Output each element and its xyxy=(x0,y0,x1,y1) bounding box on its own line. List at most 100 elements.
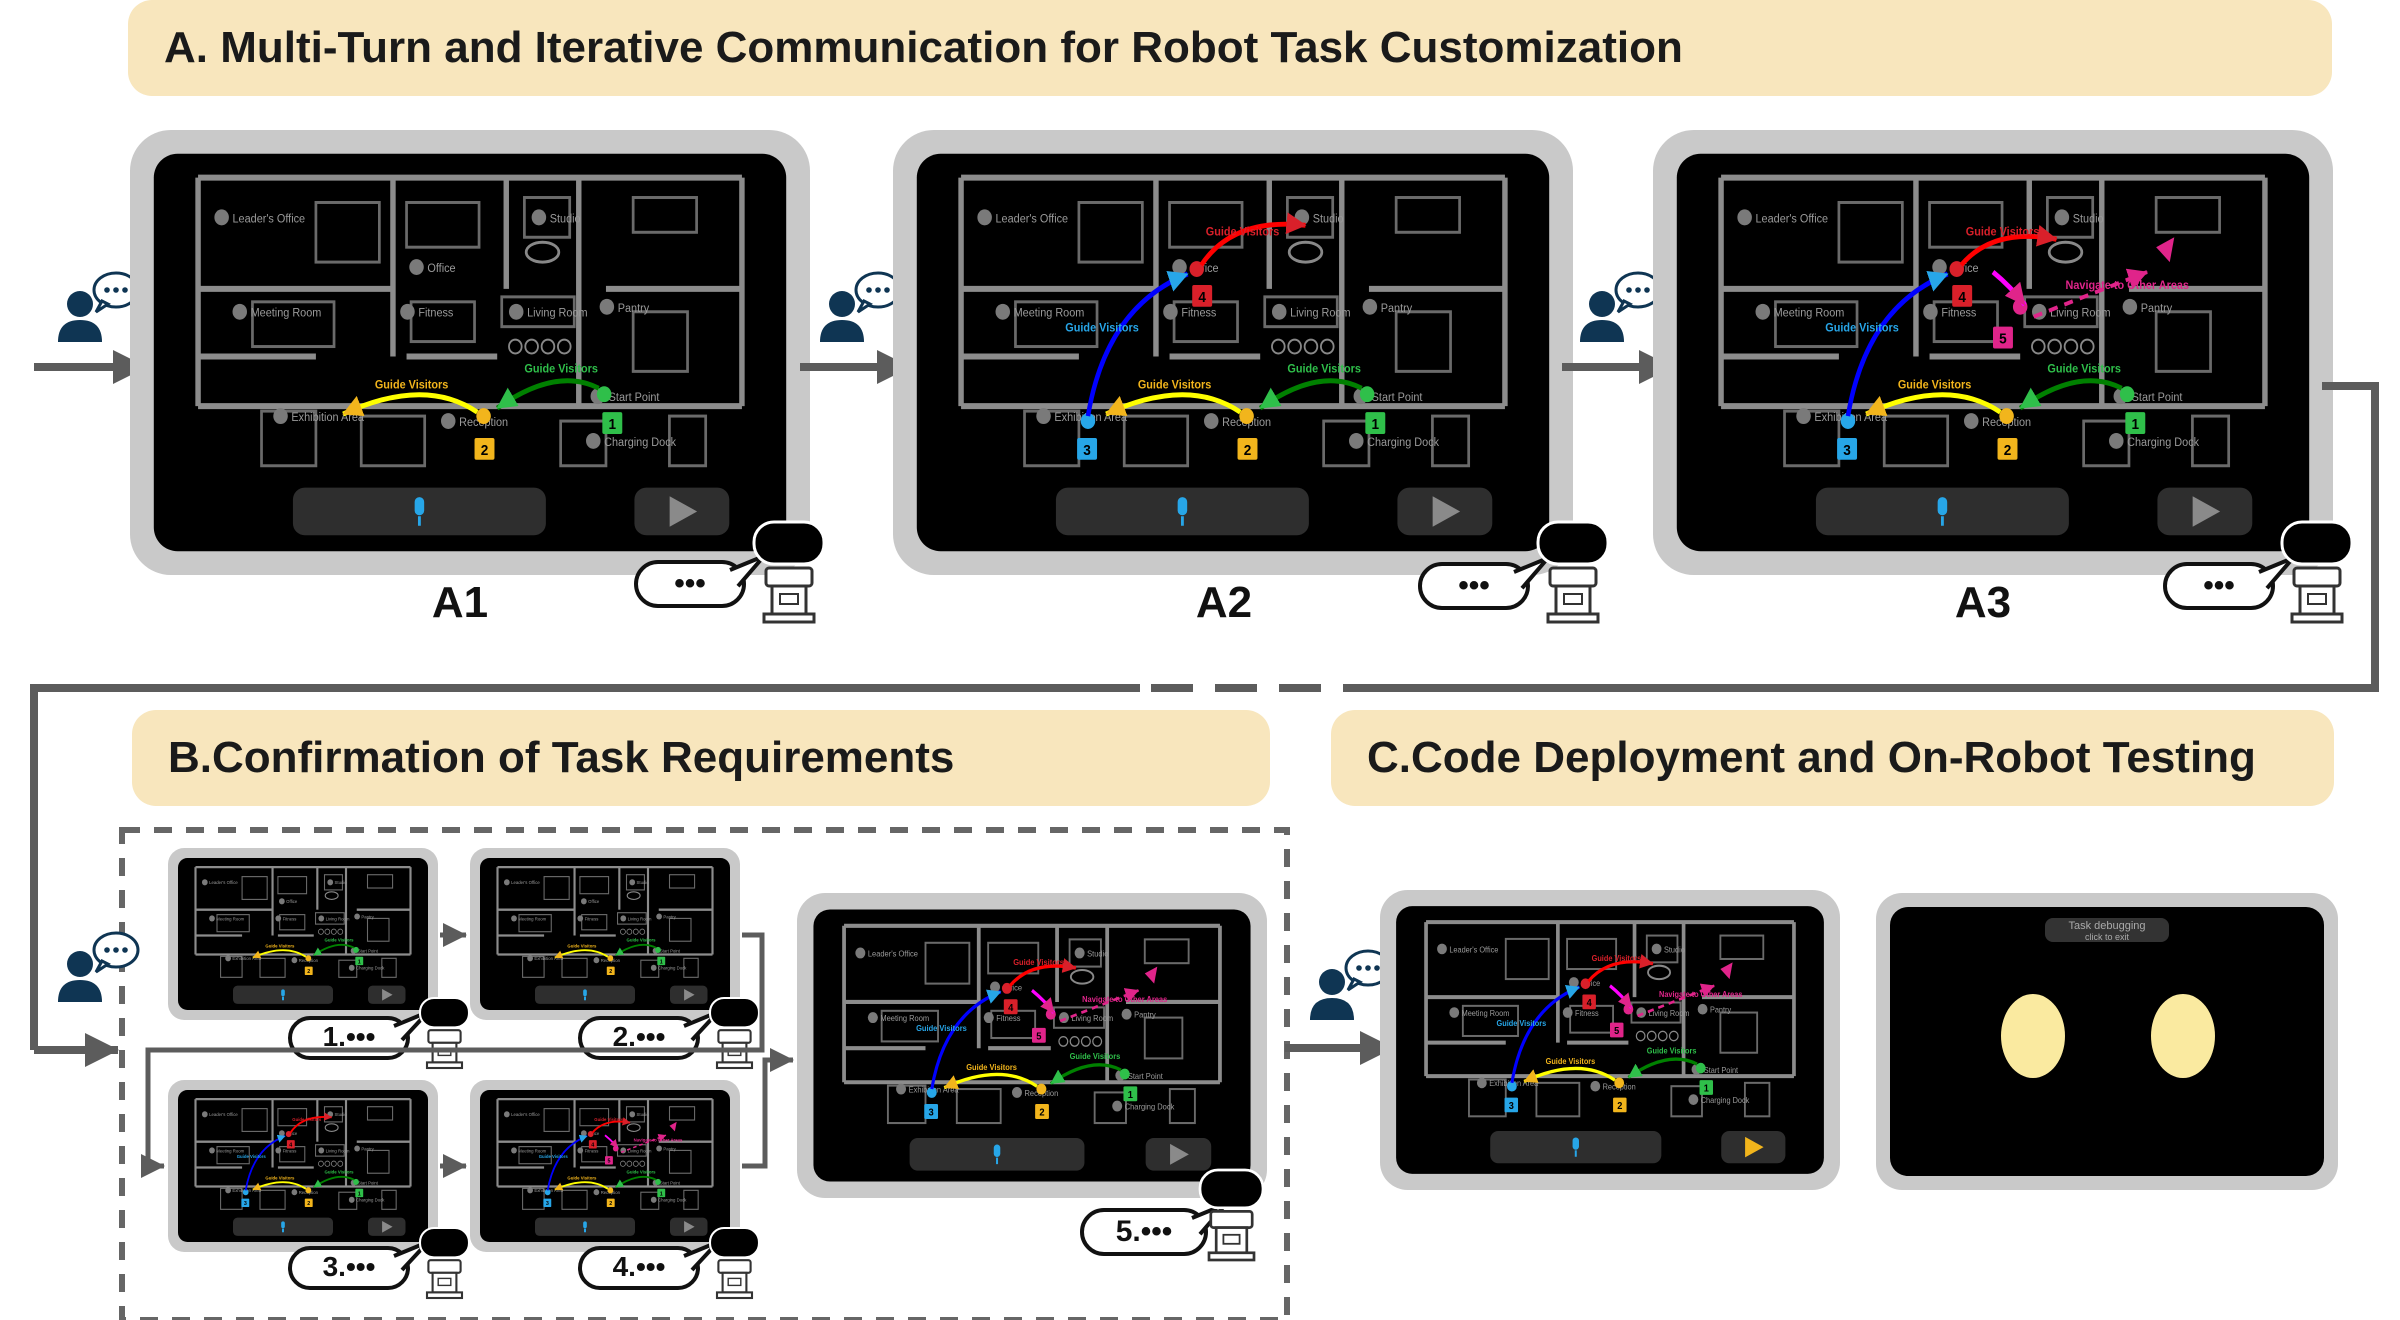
room-label: Pantry xyxy=(1710,1005,1731,1014)
room-marker xyxy=(620,915,627,922)
room-marker xyxy=(577,915,584,922)
reception-dot xyxy=(305,955,312,962)
map-furniture xyxy=(523,196,572,239)
route-label-green: Guide Visitors xyxy=(1287,363,1361,376)
route-label-yellow: Guide Visitors xyxy=(265,1176,295,1181)
route-label-green: Guide Visitors xyxy=(1647,1046,1697,1055)
room-marker xyxy=(1697,1003,1708,1015)
room-marker xyxy=(278,898,285,905)
room-marker xyxy=(593,957,600,964)
room-label: Studio xyxy=(550,213,581,226)
route-green xyxy=(2018,378,2123,411)
room-marker xyxy=(1590,1080,1601,1092)
room-marker xyxy=(977,209,992,226)
step-badge-2 xyxy=(606,1198,615,1208)
room-marker xyxy=(1349,432,1364,449)
room-label: Pantry xyxy=(663,1146,676,1151)
step-badge-1-number: 1 xyxy=(1704,1083,1710,1094)
map-furniture xyxy=(880,1009,939,1043)
map-furniture xyxy=(2063,338,2079,355)
map-furniture xyxy=(315,912,345,925)
map-furniture xyxy=(617,912,647,925)
map-furniture xyxy=(631,310,689,373)
step-badge-1 xyxy=(1123,1086,1138,1102)
room-marker xyxy=(527,955,533,962)
user-speech-dot xyxy=(1374,965,1380,971)
robot-head xyxy=(1198,1168,1265,1210)
route-label-yellow: Guide Visitors xyxy=(966,1063,1017,1072)
office-dot xyxy=(1001,982,1012,994)
map-furniture xyxy=(1657,1030,1668,1042)
user-speech-dot xyxy=(1644,287,1650,293)
connector-a-to-c xyxy=(1385,382,2379,692)
step-badge-2 xyxy=(304,1198,313,1208)
office-dot xyxy=(587,1131,594,1138)
bubble-b3: 3.••• xyxy=(288,1240,430,1290)
room-marker xyxy=(278,1130,285,1137)
map-furniture xyxy=(330,928,337,935)
room-marker xyxy=(209,915,215,922)
map-furniture xyxy=(1068,938,1102,968)
tablet-b2-screen xyxy=(480,858,730,1010)
robot-b2 xyxy=(708,996,761,1070)
map-furniture xyxy=(2154,196,2221,234)
room-label: Pantry xyxy=(618,302,650,315)
user-speech-tail xyxy=(94,299,111,314)
map-furniture xyxy=(524,338,539,355)
route-label-blue: Guide Visitors xyxy=(1065,322,1139,335)
route-green xyxy=(615,1175,657,1189)
robot-panel xyxy=(1222,1233,1241,1245)
room-label: Living Room xyxy=(527,307,587,320)
robot-panel xyxy=(1563,593,1583,605)
route-yellow xyxy=(554,949,609,959)
step-badge-3 xyxy=(1504,1097,1519,1113)
map-furniture xyxy=(1774,300,1859,349)
step-badge-1-number: 1 xyxy=(1128,1090,1134,1101)
room-label: Start Point xyxy=(660,949,681,954)
map-furniture xyxy=(1837,200,1904,264)
room-marker xyxy=(275,915,282,922)
tablet-b3-screen xyxy=(178,1090,428,1242)
route-label-yellow: Guide Visitors xyxy=(1898,379,1972,392)
map-furniture xyxy=(559,419,608,468)
room-label: Studio xyxy=(637,1112,650,1117)
start-point-dot xyxy=(596,386,612,403)
robot-head xyxy=(418,996,471,1029)
office-dot xyxy=(285,1131,292,1138)
route-navigate xyxy=(620,1133,667,1154)
reception-dot xyxy=(1036,1083,1047,1095)
route-label-green: Guide Visitors xyxy=(1070,1052,1121,1061)
room-marker xyxy=(1112,1100,1123,1112)
user-speech-dot xyxy=(1356,965,1362,971)
waypoint-flag xyxy=(1720,962,1733,980)
bubble-b2-text: 2.••• xyxy=(613,1021,666,1052)
room-marker xyxy=(201,1111,208,1118)
map-furniture xyxy=(381,1189,397,1210)
map-furniture xyxy=(1535,1081,1581,1118)
route-label-green: Guide Visitors xyxy=(627,937,657,942)
route-blue xyxy=(244,1134,286,1191)
step-badge-2-number: 2 xyxy=(1039,1107,1045,1118)
map-furniture xyxy=(338,959,358,978)
map-furniture xyxy=(323,874,343,891)
start-point-dot xyxy=(353,946,359,953)
robot-neck xyxy=(717,1259,752,1274)
robot-bubble-a3-text: ••• xyxy=(2203,569,2235,602)
map-furniture xyxy=(1168,200,1244,249)
map-furniture xyxy=(337,1160,344,1167)
map-furniture xyxy=(1320,338,1335,355)
step-badge-2-number: 2 xyxy=(1617,1101,1622,1112)
step-badge-2-number: 2 xyxy=(481,442,489,459)
map-furniture xyxy=(1647,964,1672,981)
room-label: Meeting Room xyxy=(518,916,546,921)
route-label-navigate: Navigate to Other Areas xyxy=(2066,280,2189,293)
room-label: Pantry xyxy=(361,1146,374,1151)
step-badge-1-number: 1 xyxy=(660,959,663,965)
robot-face-display xyxy=(1890,907,2324,1176)
step-badge-4 xyxy=(1582,994,1596,1010)
